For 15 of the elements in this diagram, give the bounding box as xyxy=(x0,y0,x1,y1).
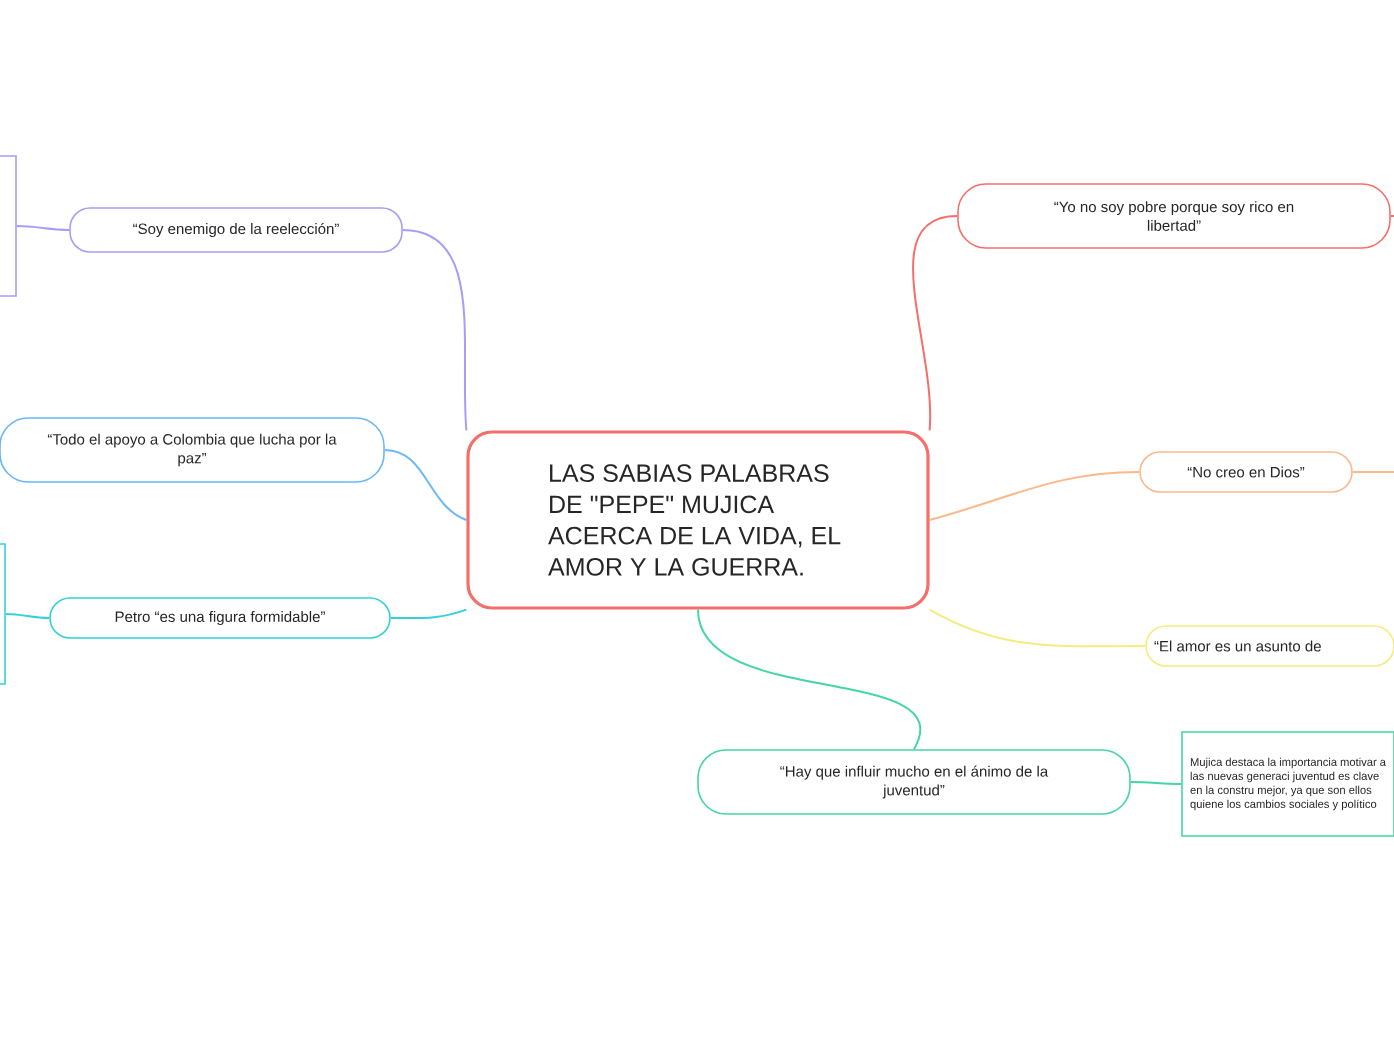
empty-box xyxy=(0,155,17,297)
connector-line xyxy=(928,471,1141,521)
connector-line xyxy=(4,613,51,619)
connector-line xyxy=(15,225,71,231)
connector-line xyxy=(697,608,922,751)
connector-line xyxy=(1389,215,1394,217)
connector-line xyxy=(383,449,468,521)
empty-box xyxy=(0,543,6,685)
connector-line xyxy=(1351,471,1394,473)
connector-line xyxy=(389,608,468,620)
connector-line xyxy=(928,608,1147,648)
connector-line xyxy=(401,229,468,432)
connector-line xyxy=(1129,781,1183,785)
central-topic-box: LAS SABIAS PALABRAS DE "PEPE" MUJICA ACERCA DE LA VIDA, EL AMOR Y LA GUERRA. xyxy=(466,430,930,610)
connector-line xyxy=(912,215,959,432)
